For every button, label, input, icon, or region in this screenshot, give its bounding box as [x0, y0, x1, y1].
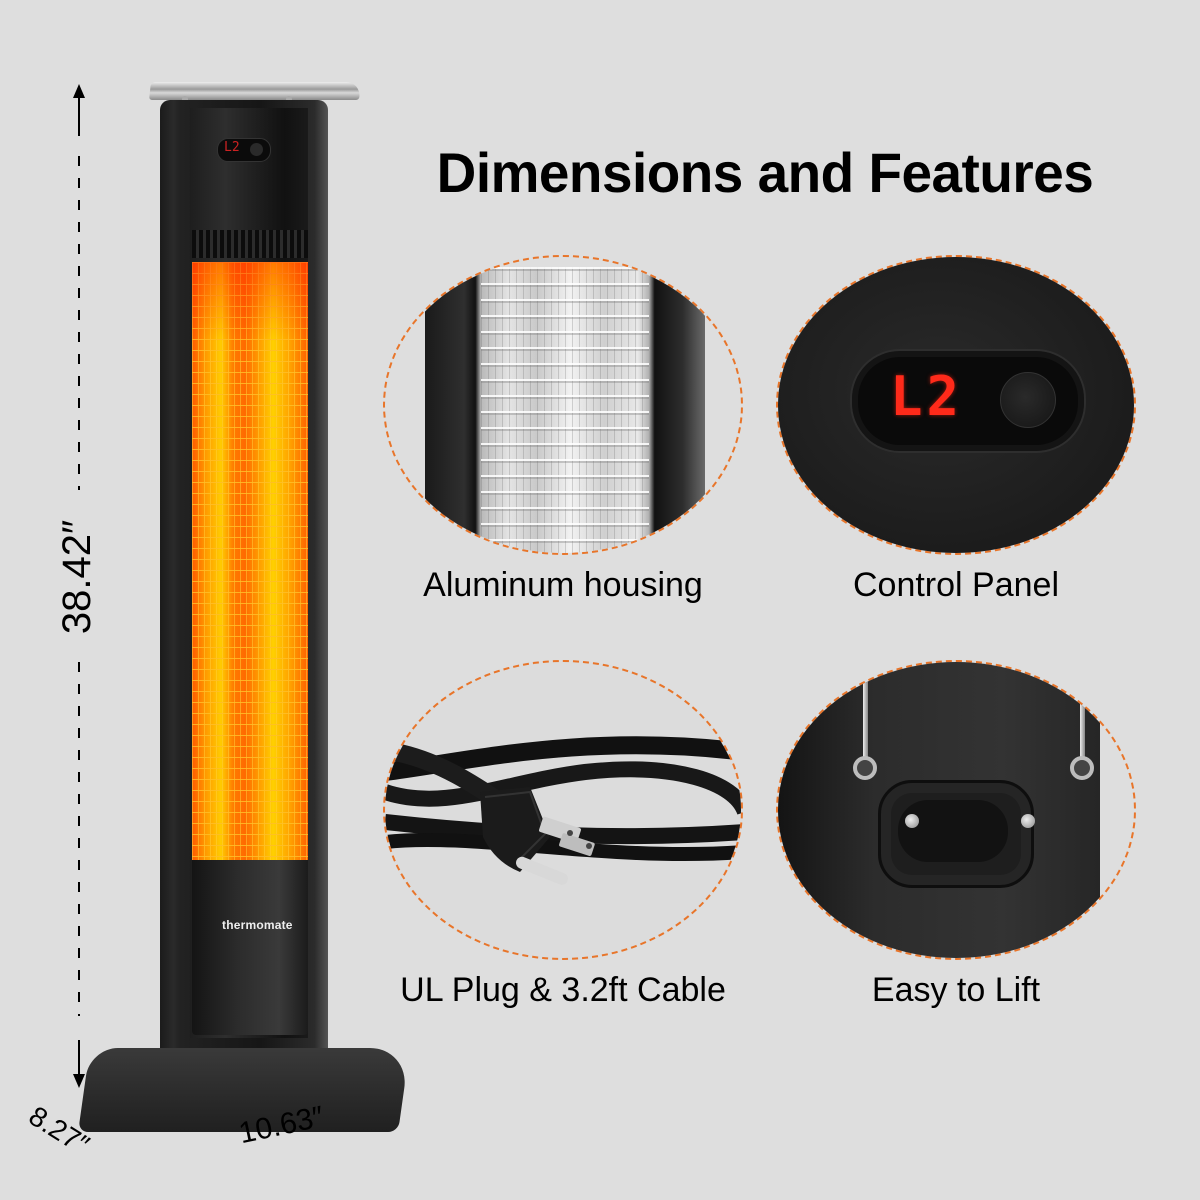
feature-easy-to-lift: Easy to Lift [776, 660, 1136, 1009]
screw-icon [1021, 814, 1035, 828]
heating-element [192, 262, 308, 860]
feature-plug-cable: UL Plug & 3.2ft Cable [383, 660, 743, 1009]
vent-grille [192, 230, 308, 258]
lower-panel [192, 860, 308, 1035]
power-button-icon [1000, 372, 1056, 428]
feature-label: Control Panel [852, 566, 1059, 604]
feature-label: UL Plug & 3.2ft Cable [400, 971, 726, 1009]
power-button-icon [250, 143, 263, 156]
hook-icon [1070, 756, 1094, 780]
top-rack [149, 82, 361, 100]
brand-logo: thermomate [222, 918, 293, 932]
hook-icon [853, 756, 877, 780]
feature-label: Aluminum housing [423, 566, 703, 604]
height-label: 38.42″ [55, 519, 99, 635]
screw-icon [905, 814, 919, 828]
cable-icon [385, 736, 741, 885]
aluminum-closeup-image [383, 255, 743, 555]
lift-handle-closeup-image [776, 660, 1136, 960]
feature-control-panel: L2 Control Panel [776, 255, 1136, 604]
arrow-down-icon [73, 1074, 85, 1088]
page-title: Dimensions and Features [436, 141, 1094, 204]
mini-display: L2 [224, 140, 240, 155]
arrow-up-icon [73, 84, 85, 98]
grille-icon [481, 267, 649, 553]
dimension-line [78, 96, 80, 136]
plug-cable-closeup-image [383, 660, 743, 960]
led-display: L2 [890, 365, 964, 428]
control-panel-closeup-image: L2 [776, 255, 1136, 555]
dimension-line [78, 1040, 80, 1076]
feature-aluminum-housing: Aluminum housing [383, 255, 743, 604]
plug-icon [480, 787, 595, 885]
feature-label: Easy to Lift [871, 971, 1041, 1009]
